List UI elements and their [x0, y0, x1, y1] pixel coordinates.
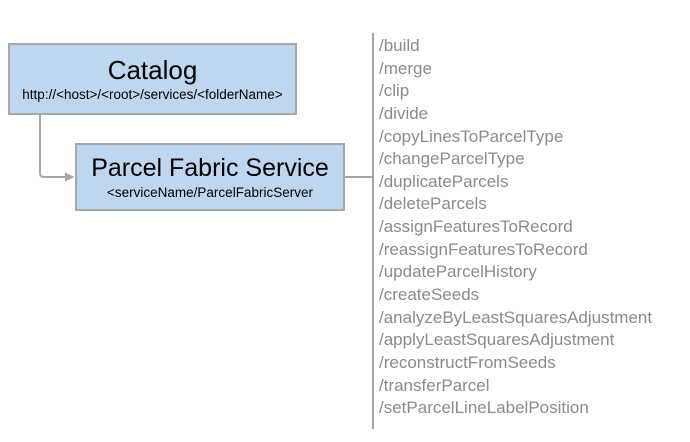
endpoint-item: /reassignFeaturesToRecord — [379, 239, 588, 259]
catalog-node: Catalog http://<host>/<root>/services/<f… — [8, 43, 297, 115]
endpoint-item: /deleteParcels — [379, 194, 487, 214]
catalog-to-service-connector — [39, 115, 65, 178]
endpoint-item: /assignFeaturesToRecord — [379, 217, 573, 237]
endpoint-item: /merge — [379, 58, 432, 78]
catalog-url: http://<host>/<root>/services/<folderNam… — [22, 86, 283, 102]
arrowhead-icon — [65, 172, 75, 182]
parcel-fabric-service-node: Parcel Fabric Service <serviceName/Parce… — [75, 143, 345, 211]
endpoint-divider-line — [372, 33, 374, 429]
endpoint-item: /updateParcelHistory — [379, 262, 537, 282]
endpoint-item: /applyLeastSquaresAdjustment — [379, 330, 615, 350]
service-subtitle: <serviceName/ParcelFabricServer — [107, 184, 313, 200]
endpoint-item: /divide — [379, 103, 429, 123]
service-title: Parcel Fabric Service — [91, 153, 329, 182]
endpoint-item: /duplicateParcels — [379, 171, 509, 191]
endpoint-item: /reconstructFromSeeds — [379, 352, 556, 372]
endpoint-item: /transferParcel — [379, 375, 490, 395]
endpoint-item: /build — [379, 36, 420, 55]
endpoint-item: /analyzeByLeastSquaresAdjustment — [379, 307, 653, 327]
endpoint-item: /createSeeds — [379, 285, 480, 305]
catalog-title: Catalog — [107, 54, 198, 85]
endpoint-item: /changeParcelType — [379, 149, 525, 169]
endpoint-item: /copyLinesToParcelType — [379, 126, 564, 146]
endpoint-item: /setParcelLineLabelPosition — [379, 398, 589, 418]
endpoint-list: /build/merge/clip/divide/copyLinesToParc… — [379, 35, 690, 420]
endpoint-item: /clip — [379, 81, 410, 101]
